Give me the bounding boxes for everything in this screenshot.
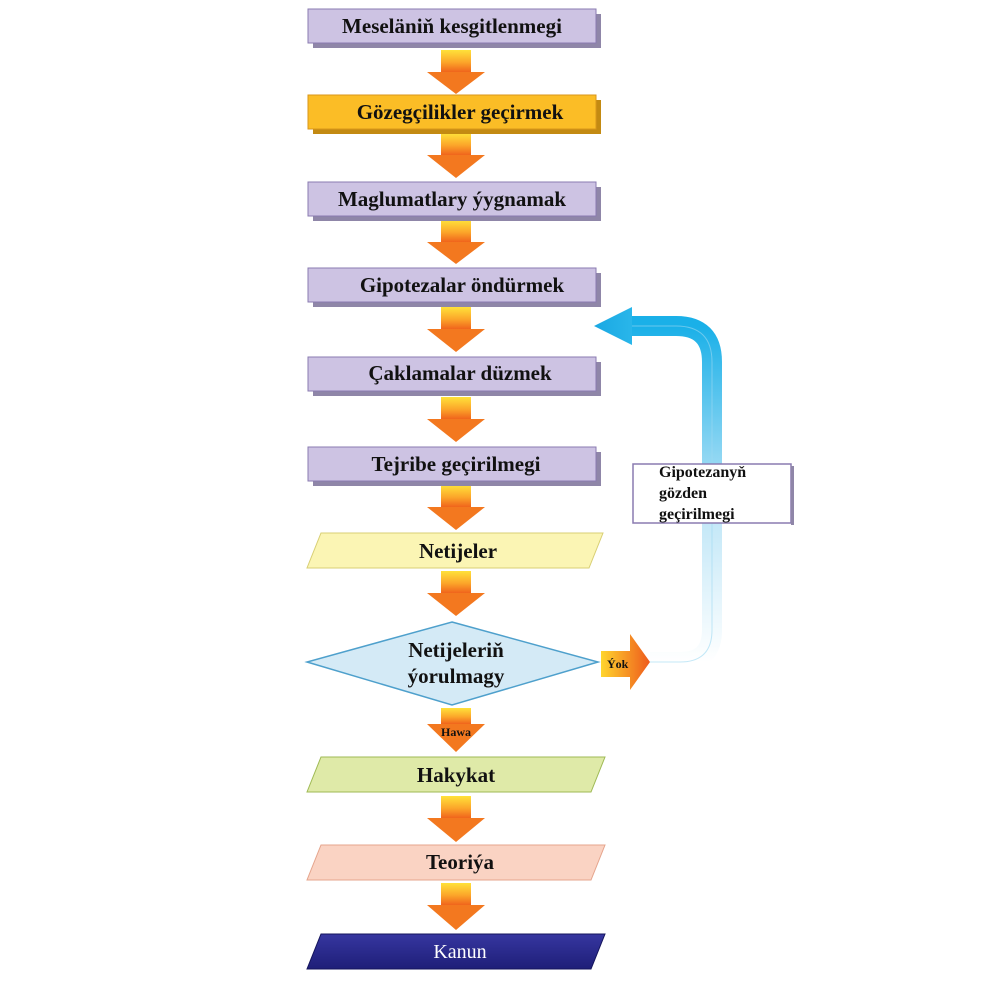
flow-arrow-6 xyxy=(427,485,485,530)
step-results-label: Netijeler xyxy=(419,539,497,563)
flow-arrow-7 xyxy=(427,571,485,616)
yes-label: Hawa xyxy=(441,725,471,739)
flow-arrow-1 xyxy=(427,50,485,94)
flow-arrow-9 xyxy=(427,883,485,930)
revise-line-2: gözden xyxy=(659,485,707,502)
outcome-theory-label: Teoriýa xyxy=(426,850,495,874)
step-hypotheses-label: Gipotezalar öndürmek xyxy=(360,273,565,297)
step-predictions: Çaklamalar düzmek xyxy=(307,356,601,396)
no-branch-arrow: Ýok xyxy=(601,634,650,690)
step-observations-label: Gözegçilikler geçirmek xyxy=(357,100,564,124)
step-data-collection: Maglumatlary ýygnamak xyxy=(307,181,601,221)
outcome-law-label: Kanun xyxy=(433,941,486,963)
loop-arrow-head xyxy=(594,307,632,345)
revise-hypothesis-box: Gipotezanyň gözden geçirilmegi xyxy=(632,463,794,525)
flow-arrow-3 xyxy=(427,220,485,264)
step-results: Netijeler xyxy=(306,532,604,569)
step-predictions-label: Çaklamalar düzmek xyxy=(368,361,552,385)
flow-arrows xyxy=(427,50,485,930)
outcome-truth: Hakykat xyxy=(306,756,606,793)
outcome-truth-label: Hakykat xyxy=(417,763,495,787)
revision-loop-arrow xyxy=(594,307,722,672)
outcome-law: Kanun xyxy=(306,933,606,970)
flow-arrow-5 xyxy=(427,397,485,442)
no-label: Ýok xyxy=(607,657,629,671)
step-problem-definition-label: Meseläniň kesgitlenmegi xyxy=(342,14,562,38)
decision-interpretation: Netijeleriň ýorulmagy xyxy=(304,621,601,706)
step-experiment: Tejribe geçirilmegi xyxy=(307,446,601,486)
step-problem-definition: Meseläniň kesgitlenmegi xyxy=(307,8,601,48)
step-hypotheses: Gipotezalar öndürmek xyxy=(307,267,601,307)
revise-line-3: geçirilmegi xyxy=(659,506,735,523)
step-observations: Gözegçilikler geçirmek xyxy=(307,94,601,134)
flow-arrow-8 xyxy=(427,796,485,842)
step-experiment-label: Tejribe geçirilmegi xyxy=(372,452,541,476)
outcome-theory: Teoriýa xyxy=(306,844,606,881)
decision-line-1: Netijeleriň xyxy=(408,638,504,662)
flow-arrow-yes xyxy=(427,708,485,752)
flow-arrow-2 xyxy=(427,133,485,178)
flow-arrow-4 xyxy=(427,307,485,352)
step-data-collection-label: Maglumatlary ýygnamak xyxy=(338,187,566,211)
revise-line-1: Gipotezanyň xyxy=(659,464,746,481)
decision-line-2: ýorulmagy xyxy=(408,664,505,688)
